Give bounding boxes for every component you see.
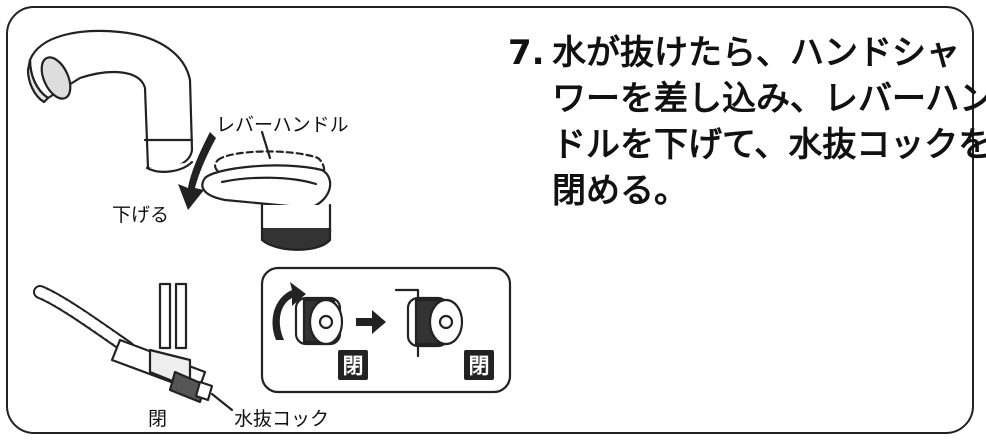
inset-closed-badge-2: 閉 [464, 350, 494, 380]
lever-handle [201, 150, 332, 251]
instruction-line-2: ワーを差し込み、レバーハン [552, 79, 986, 119]
outer-frame [6, 6, 974, 434]
closed-label: 閉 [148, 408, 168, 430]
down-arrow-icon [178, 132, 216, 210]
inset-cock-left [294, 296, 344, 346]
lower-label: 下げる [112, 204, 170, 226]
drain-pipe-assembly [33, 282, 234, 412]
right-arrow-icon [356, 310, 386, 334]
instruction-line-1: 水が抜けたら、ハンドシャ [552, 33, 960, 73]
rotate-arrow-icon [272, 282, 306, 340]
hand-shower-spout [26, 29, 194, 173]
lever-handle-label: レバーハンドル [216, 114, 349, 136]
instruction-line-3: ドルを下げて、水抜コックを [552, 125, 986, 165]
inset-closed-badge-1: 閉 [338, 350, 368, 380]
instruction-line-4: 閉める。 [552, 171, 688, 211]
drain-cock-label: 水抜コック [234, 408, 330, 430]
inset-cock-right [394, 288, 464, 358]
step-number: 7. [508, 33, 545, 73]
